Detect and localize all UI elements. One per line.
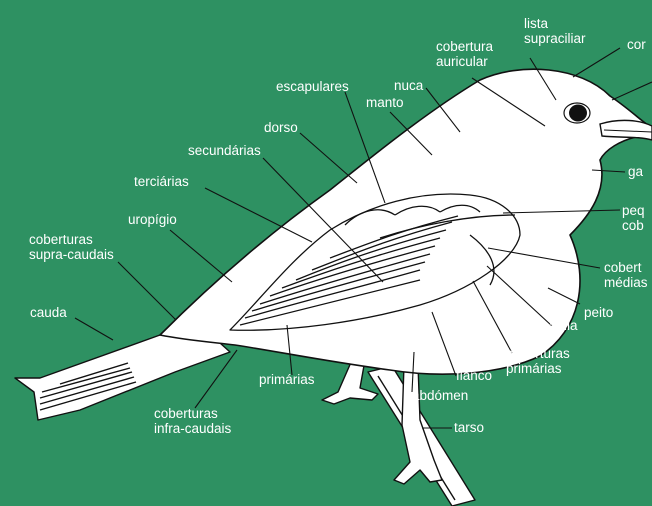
label-cobertura-auricular: cobertura auricular	[436, 39, 493, 69]
leader-cauda	[75, 318, 113, 340]
label-uropigio: uropígio	[128, 212, 177, 227]
label-line-2: primárias	[506, 361, 570, 376]
eye	[564, 103, 590, 123]
label-line-1: cobertura	[436, 39, 493, 54]
label-line-2: supra-caudais	[29, 247, 114, 262]
leader-uropigio	[170, 230, 232, 282]
label-abdomen: abdómen	[412, 388, 468, 403]
label-flanco: flanco	[456, 368, 492, 383]
label-nuca: nuca	[394, 78, 423, 93]
leader-dorso	[300, 133, 357, 183]
label-line-2: cob	[622, 218, 645, 233]
label-coberturas-supra-caudais: coberturas supra-caudais	[29, 232, 114, 262]
label-coberturas-medias: cobert médias	[604, 260, 648, 290]
label-primarias: primárias	[259, 372, 315, 387]
label-peito: peito	[584, 305, 613, 320]
label-alula: alula	[549, 318, 578, 333]
leader-fronte	[612, 82, 652, 100]
leader-supra-caudais	[118, 262, 176, 320]
label-pequenas-coberturas: peq cob	[622, 203, 645, 233]
label-secundarias: secundárias	[188, 143, 261, 158]
label-escapulares: escapulares	[276, 79, 349, 94]
label-coberturas-infra-caudais: coberturas infra-caudais	[154, 406, 231, 436]
label-line-2: infra-caudais	[154, 421, 231, 436]
label-manto: manto	[366, 95, 404, 110]
label-line-1: cobert	[604, 260, 648, 275]
leader-coroa	[573, 48, 620, 77]
label-coroa: cor	[627, 37, 646, 52]
label-tercearias: terciárias	[134, 174, 189, 189]
label-line-2: médias	[604, 275, 648, 290]
label-line-1: coberturas	[154, 406, 231, 421]
label-line-1: peq	[622, 203, 645, 218]
label-coberturas-primarias: coberturas primárias	[506, 346, 570, 376]
label-line-1: lista	[524, 16, 586, 31]
label-line-1: coberturas	[29, 232, 114, 247]
label-line-1: coberturas	[506, 346, 570, 361]
label-tarso: tarso	[454, 420, 484, 435]
label-line-2: auricular	[436, 54, 493, 69]
label-dorso: dorso	[264, 120, 298, 135]
label-line-2: supraciliar	[524, 31, 586, 46]
label-garganta: ga	[628, 164, 643, 179]
label-cauda: cauda	[30, 305, 67, 320]
label-lista-supraciliar: lista supraciliar	[524, 16, 586, 46]
